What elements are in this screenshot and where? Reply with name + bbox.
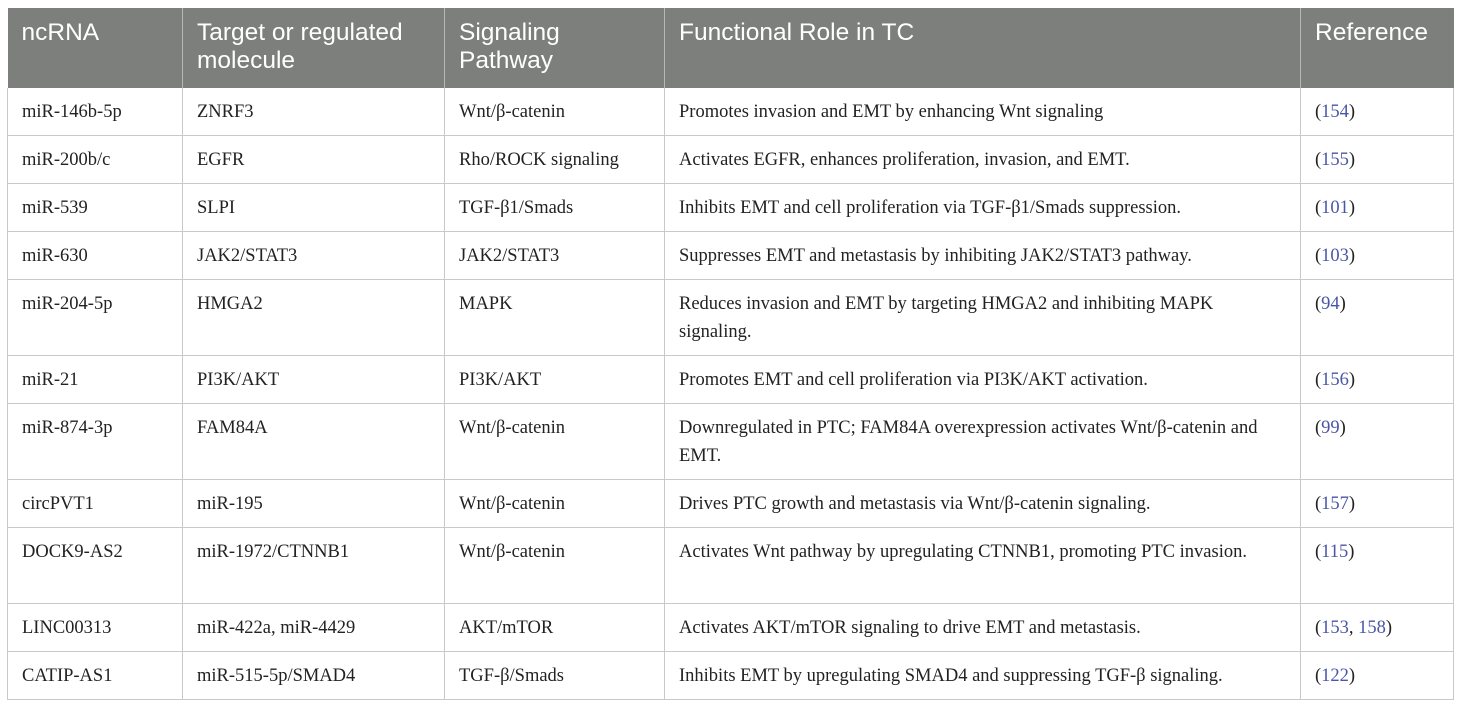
cell-reference: (101) <box>1300 183 1454 232</box>
cell-target: SLPI <box>182 183 445 232</box>
cell-role: Reduces invasion and EMT by targeting HM… <box>664 279 1301 356</box>
cell-target: miR-422a, miR-4429 <box>182 603 445 652</box>
cell-role: Activates AKT/mTOR signaling to drive EM… <box>664 603 1301 652</box>
cell-pathway: PI3K/AKT <box>444 355 665 404</box>
cell-pathway: JAK2/STAT3 <box>444 231 665 280</box>
cell-ncrna: miR-539 <box>7 183 183 232</box>
cell-ncrna: circPVT1 <box>7 479 183 528</box>
header-target: Target or regulated molecule <box>182 8 445 88</box>
cell-role: Inhibits EMT and cell proliferation via … <box>664 183 1301 232</box>
cell-role: Promotes invasion and EMT by enhancing W… <box>664 88 1301 136</box>
cell-ncrna: miR-874-3p <box>7 403 183 480</box>
cell-ncrna: LINC00313 <box>7 603 183 652</box>
cell-target: PI3K/AKT <box>182 355 445 404</box>
header-pathway: Signaling Pathway <box>444 8 665 88</box>
reference-link[interactable]: 155 <box>1321 150 1349 170</box>
cell-target: FAM84A <box>182 403 445 480</box>
header-ncrna: ncRNA <box>21 19 100 46</box>
cell-reference: (94) <box>1300 279 1454 356</box>
cell-role: Suppresses EMT and metastasis by inhibit… <box>664 231 1301 280</box>
cell-role: Inhibits EMT by upregulating SMAD4 and s… <box>664 651 1301 700</box>
cell-reference: (153, 158) <box>1300 603 1454 652</box>
cell-ncrna: miR-146b-5p <box>7 88 183 136</box>
reference-link[interactable]: 115 <box>1321 542 1349 562</box>
cell-pathway: TGF-β/Smads <box>444 651 665 700</box>
cell-reference: (154) <box>1300 88 1454 136</box>
reference-link[interactable]: 103 <box>1321 246 1349 266</box>
cell-reference: (115) <box>1300 527 1454 604</box>
reference-link[interactable]: 156 <box>1321 370 1349 390</box>
reference-link[interactable]: 122 <box>1321 666 1349 686</box>
table-header: ncRNA Target or regulated molecule Signa… <box>7 8 1454 88</box>
cell-pathway: Wnt/β-catenin <box>444 527 665 604</box>
cell-target: HMGA2 <box>182 279 445 356</box>
cell-target: miR-195 <box>182 479 445 528</box>
cell-pathway: TGF-β1/Smads <box>444 183 665 232</box>
cell-ncrna: miR-200b/c <box>7 135 183 184</box>
cell-ncrna: miR-21 <box>7 355 183 404</box>
header-row: ncRNA Target or regulated molecule Signa… <box>7 8 1454 88</box>
reference-link[interactable]: 101 <box>1321 198 1349 218</box>
cell-reference: (157) <box>1300 479 1454 528</box>
cell-role: Downregulated in PTC; FAM84A overexpress… <box>664 403 1301 480</box>
cell-reference: (99) <box>1300 403 1454 480</box>
cell-target: JAK2/STAT3 <box>182 231 445 280</box>
cell-target: EGFR <box>182 135 445 184</box>
header-role: Functional Role in TC <box>664 8 1301 88</box>
cell-target: miR-1972/CTNNB1 <box>182 527 445 604</box>
cell-pathway: Wnt/β-catenin <box>444 403 665 480</box>
cell-reference: (103) <box>1300 231 1454 280</box>
cell-role: Promotes EMT and cell proliferation via … <box>664 355 1301 404</box>
cell-ncrna: miR-204-5p <box>7 279 183 356</box>
reference-link[interactable]: 99 <box>1321 418 1340 438</box>
cell-target: miR-515-5p/SMAD4 <box>182 651 445 700</box>
cell-pathway: Wnt/β-catenin <box>444 479 665 528</box>
header-reference: Reference <box>1300 8 1454 88</box>
cell-reference: (155) <box>1300 135 1454 184</box>
cell-ncrna: miR-630 <box>7 231 183 280</box>
cell-role: Activates Wnt pathway by upregulating CT… <box>664 527 1301 604</box>
cell-pathway: Rho/ROCK signaling <box>444 135 665 184</box>
cell-role: Drives PTC growth and metastasis via Wnt… <box>664 479 1301 528</box>
cell-target: ZNRF3 <box>182 88 445 136</box>
reference-link[interactable]: 94 <box>1321 294 1340 314</box>
cell-reference: (156) <box>1300 355 1454 404</box>
cell-reference: (122) <box>1300 651 1454 700</box>
table-container: ncRNA Target or regulated molecule Signa… <box>7 8 1454 700</box>
ncrna-table: ncRNA Target or regulated molecule Signa… <box>7 8 1454 700</box>
reference-link[interactable]: 154 <box>1321 102 1349 122</box>
reference-link[interactable]: 158 <box>1358 618 1386 638</box>
cell-pathway: MAPK <box>444 279 665 356</box>
cell-ncrna: CATIP-AS1 <box>7 651 183 700</box>
cell-pathway: Wnt/β-catenin <box>444 88 665 136</box>
cell-role: Activates EGFR, enhances proliferation, … <box>664 135 1301 184</box>
cell-pathway: AKT/mTOR <box>444 603 665 652</box>
reference-link[interactable]: 157 <box>1321 494 1349 514</box>
reference-link[interactable]: 153 <box>1321 618 1349 638</box>
cell-ncrna: DOCK9-AS2 <box>7 527 183 604</box>
